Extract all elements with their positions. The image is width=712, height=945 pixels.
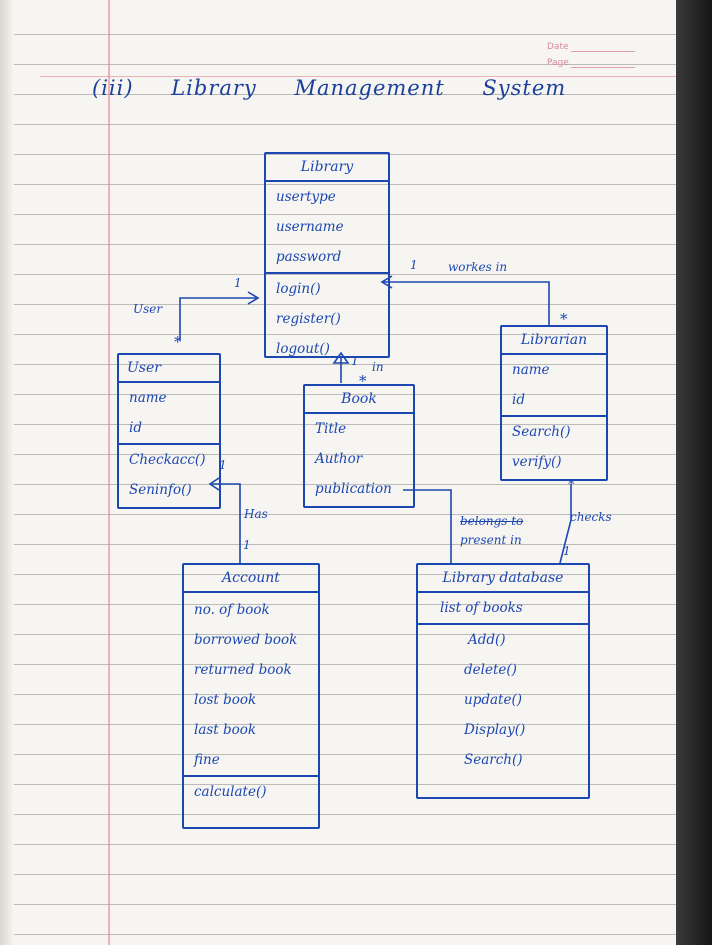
class-account-attribute: lost book: [194, 692, 257, 708]
librarian-multiplicity: *: [560, 310, 568, 328]
librarian-database-multiplicity: *: [568, 478, 575, 493]
librarian-library-association: [383, 281, 550, 325]
class-library-database-attribute: list of books: [440, 600, 523, 616]
class-library-attribute: password: [276, 249, 342, 265]
class-account: Account no. of book borrowed book return…: [182, 563, 320, 829]
page-label: Page: [547, 58, 569, 68]
class-library-database: Library database list of books Add() del…: [416, 563, 590, 799]
class-librarian: Librarian name id Search() verify(): [500, 325, 608, 481]
page-rule: [571, 67, 635, 68]
class-librarian-method: verify(): [512, 454, 562, 470]
class-book: Book Title Author publication: [303, 384, 415, 508]
class-librarian-methods: Search() verify(): [502, 417, 606, 477]
user-library-arrowhead: [247, 291, 260, 305]
class-library-attribute: username: [276, 219, 344, 235]
account-multiplicity: 1: [243, 538, 251, 552]
class-account-attribute: last book: [194, 722, 257, 738]
class-library-method: register(): [276, 311, 341, 327]
class-library-database-method: delete(): [464, 662, 517, 678]
class-book-attribute: Author: [315, 451, 363, 467]
book-library-label: in: [372, 360, 384, 374]
class-user-method: Seninfo(): [129, 482, 192, 498]
class-librarian-attributes: name id: [502, 355, 606, 417]
book-library-multiplicity: 1: [351, 354, 359, 368]
class-account-attribute: returned book: [194, 662, 292, 678]
margin-line: [108, 0, 110, 945]
class-library-attribute: usertype: [276, 189, 336, 205]
class-book-attribute: publication: [315, 481, 392, 497]
class-library-method: logout(): [276, 341, 330, 357]
notebook-page: Date Page (iii) Library Management Syste…: [0, 0, 680, 945]
class-library-name: Library: [266, 154, 388, 182]
class-library-database-method: Display(): [464, 722, 526, 738]
account-user-association: [212, 483, 241, 563]
class-account-name: Account: [184, 565, 318, 593]
class-user-methods: Checkacc() Seninfo(): [119, 445, 219, 505]
desk-background: [676, 0, 712, 945]
librarian-library-multiplicity: 1: [410, 258, 418, 272]
class-library-method: login(): [276, 281, 321, 297]
class-library-database-method: update(): [464, 692, 522, 708]
class-user: User name id Checkacc() Seninfo(): [117, 353, 221, 509]
user-account-multiplicity: 1: [219, 458, 227, 472]
class-book-attributes: Title Author publication: [305, 414, 413, 504]
class-account-attribute: fine: [194, 752, 220, 768]
relationship-lines: [179, 275, 572, 564]
class-librarian-method: Search(): [512, 424, 571, 440]
class-library-methods: login() register() logout(): [266, 274, 388, 364]
class-librarian-attribute: name: [512, 362, 550, 378]
class-account-attribute: no. of book: [194, 602, 270, 618]
book-library-arrowhead: [332, 351, 350, 364]
class-book-name: Book: [305, 386, 413, 414]
user-multiplicity: *: [174, 333, 182, 351]
database-multiplicity: 1: [563, 544, 571, 558]
user-library-association: [179, 297, 256, 340]
date-label: Date: [547, 42, 569, 52]
class-account-method: calculate(): [194, 784, 267, 800]
librarian-database-association: [559, 484, 572, 564]
class-account-methods: calculate(): [184, 777, 318, 807]
class-user-attribute: id: [129, 420, 142, 436]
user-library-multiplicity: 1: [234, 276, 242, 290]
class-account-attributes: no. of book borrowed book returned book …: [184, 593, 318, 777]
class-library-database-method: Add(): [468, 632, 506, 648]
class-library-attributes: usertype username password: [266, 182, 388, 274]
book-database-association: [403, 489, 452, 563]
class-library: Library usertype username password login…: [264, 152, 390, 358]
class-account-attribute: borrowed book: [194, 632, 298, 648]
class-user-name: User: [119, 355, 219, 383]
account-user-arrowhead: [208, 477, 220, 491]
librarian-library-label: workes in: [448, 260, 508, 274]
class-user-method: Checkacc(): [129, 452, 206, 468]
class-library-database-name: Library database: [418, 565, 588, 593]
class-library-database-attributes: list of books: [418, 593, 588, 625]
diagram-title: (iii) Library Management System: [92, 76, 567, 100]
class-library-database-method: Search(): [464, 752, 523, 768]
class-librarian-name: Librarian: [502, 327, 606, 355]
user-library-label: User: [133, 302, 163, 316]
book-database-struck-label: belongs to: [460, 514, 524, 528]
book-database-label: present in: [460, 533, 522, 547]
class-user-attributes: name id: [119, 383, 219, 445]
date-rule: [571, 51, 635, 52]
book-multiplicity: *: [359, 372, 367, 390]
header-line: [40, 76, 680, 77]
class-user-attribute: name: [129, 390, 167, 406]
librarian-database-label: checks: [570, 510, 612, 524]
class-book-attribute: Title: [315, 421, 347, 437]
account-user-label: Has: [244, 507, 268, 521]
class-library-database-methods: Add() delete() update() Display() Search…: [418, 625, 588, 775]
page-binding-shadow: [0, 0, 14, 945]
class-librarian-attribute: id: [512, 392, 525, 408]
